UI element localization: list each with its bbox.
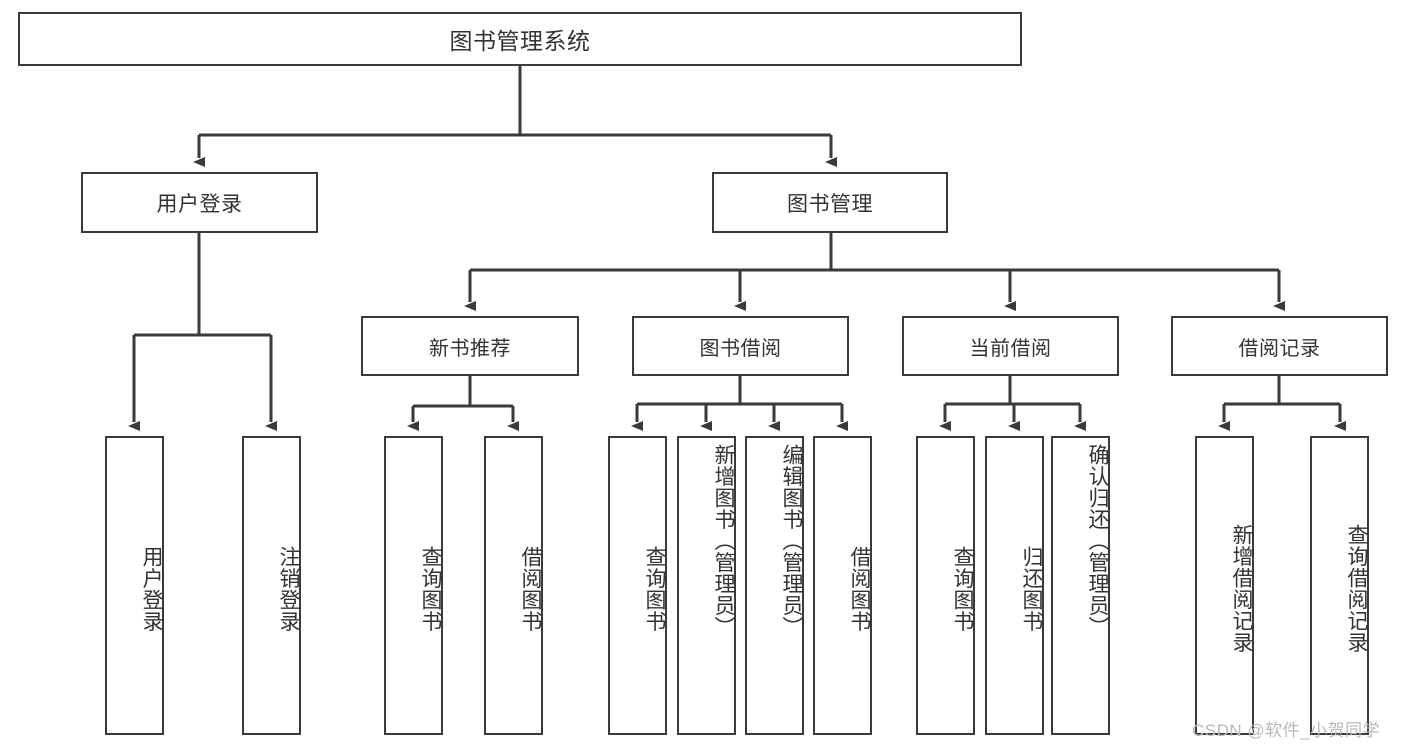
leaf-label: 注销登录 — [277, 545, 300, 632]
leaf-label: 查询图书 — [419, 545, 442, 632]
leaf-borrow-book[interactable]: 借阅图书 — [813, 436, 872, 735]
node-book-management[interactable]: 图书管理 — [712, 172, 948, 233]
leaf-borrow-book-recommend[interactable]: 借阅图书 — [484, 436, 543, 735]
leaf-add-book-admin[interactable]: 新增图书（管理员） — [677, 436, 736, 735]
leaf-label: 归还图书 — [1020, 545, 1043, 632]
leaf-label: 新增借阅记录 — [1230, 524, 1253, 653]
leaf-query-book-recommend[interactable]: 查询图书 — [384, 436, 443, 735]
node-new-book-recommend[interactable]: 新书推荐 — [361, 316, 579, 376]
leaf-label: 编辑图书（管理员） — [780, 444, 803, 638]
leaf-confirm-return-admin[interactable]: 确认归还（管理员） — [1051, 436, 1110, 735]
leaf-label: 查询图书 — [643, 545, 666, 632]
node-user-login[interactable]: 用户登录 — [81, 172, 318, 233]
node-label: 图书借阅 — [699, 337, 782, 360]
node-current-borrow[interactable]: 当前借阅 — [902, 316, 1119, 376]
leaf-label: 查询借阅记录 — [1345, 524, 1368, 653]
leaf-label: 确认归还（管理员） — [1086, 444, 1109, 638]
leaf-query-borrow-record[interactable]: 查询借阅记录 — [1310, 436, 1369, 735]
node-label: 图书管理 — [787, 192, 873, 216]
node-label: 图书管理系统 — [449, 28, 591, 54]
leaf-query-book-borrow[interactable]: 查询图书 — [608, 436, 667, 735]
watermark-text: CSDN @软件_小贺同学 — [1192, 721, 1381, 740]
leaf-label: 用户登录 — [140, 545, 163, 632]
csdn-watermark: CSDN @软件_小贺同学 — [1192, 716, 1380, 741]
leaf-label: 新增图书（管理员） — [712, 444, 735, 638]
node-label: 用户登录 — [156, 192, 243, 216]
leaf-user-login[interactable]: 用户登录 — [105, 436, 164, 735]
node-label: 新书推荐 — [429, 337, 511, 360]
leaf-add-borrow-record[interactable]: 新增借阅记录 — [1195, 436, 1254, 735]
leaf-logout-login[interactable]: 注销登录 — [242, 436, 301, 735]
leaf-label: 借阅图书 — [848, 545, 871, 632]
node-borrow-record[interactable]: 借阅记录 — [1171, 316, 1388, 376]
leaf-edit-book-admin[interactable]: 编辑图书（管理员） — [745, 436, 804, 735]
node-label: 借阅记录 — [1238, 337, 1321, 360]
node-root-system[interactable]: 图书管理系统 — [18, 12, 1022, 66]
node-book-borrow[interactable]: 图书借阅 — [632, 316, 849, 376]
node-label: 当前借阅 — [969, 337, 1052, 360]
leaf-return-book[interactable]: 归还图书 — [985, 436, 1044, 735]
leaf-label: 查询图书 — [951, 545, 974, 632]
leaf-label: 借阅图书 — [519, 545, 542, 632]
leaf-query-book-current[interactable]: 查询图书 — [916, 436, 975, 735]
